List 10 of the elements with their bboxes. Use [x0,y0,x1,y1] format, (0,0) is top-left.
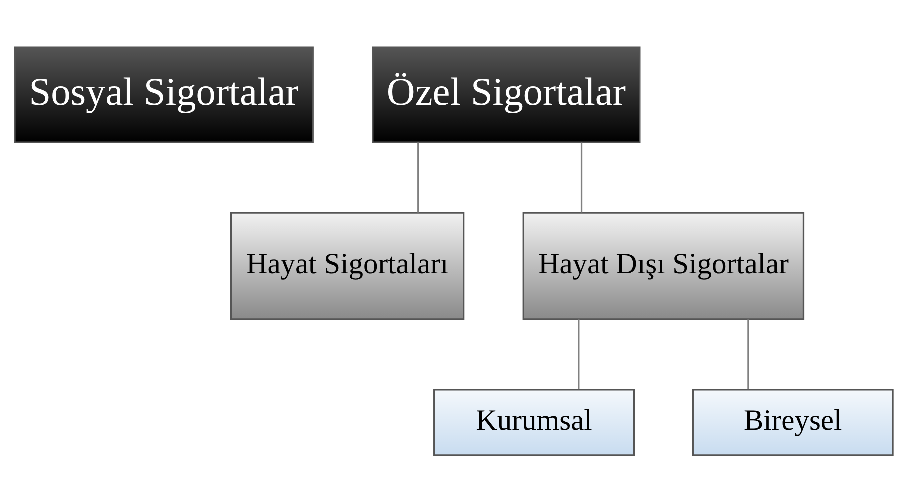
node-box: Özel Sigortalar [372,46,641,143]
connector [418,142,420,212]
node-box: Hayat Dışı Sigortalar [522,212,805,320]
node-box: Sosyal Sigortalar [14,46,314,143]
node-box: Hayat Sigortaları [230,212,465,320]
connector [748,319,750,390]
node-box: Bireysel [692,388,894,456]
node-box: Kurumsal [434,388,636,456]
connector [578,319,580,390]
connector [580,142,583,212]
